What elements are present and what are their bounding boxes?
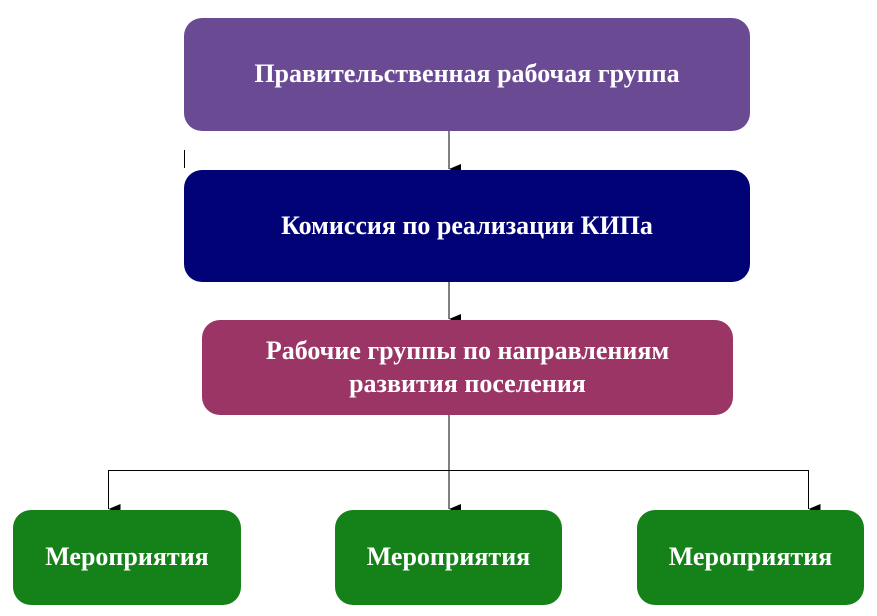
working-groups-label-line1: Рабочие группы по направлениям	[265, 336, 670, 365]
working-groups-box: Рабочие группы по направлениям развития …	[202, 320, 733, 415]
event-label-1: Мероприятия	[45, 542, 209, 572]
commission-box: Комиссия по реализации КИПа	[184, 170, 750, 282]
event-box-1: Мероприятия	[13, 510, 241, 605]
government-working-group-box: Правительственная рабочая группа	[184, 18, 750, 131]
event-box-2: Мероприятия	[335, 510, 562, 605]
commission-label: Комиссия по реализации КИПа	[281, 210, 653, 240]
event-label-2: Мероприятия	[366, 542, 531, 572]
government-working-group-label: Правительственная рабочая группа	[254, 59, 680, 89]
event-box-3: Мероприятия	[637, 510, 864, 605]
working-groups-label-line2: развития поселения	[349, 368, 586, 398]
event-label-3: Мероприятия	[668, 542, 833, 572]
